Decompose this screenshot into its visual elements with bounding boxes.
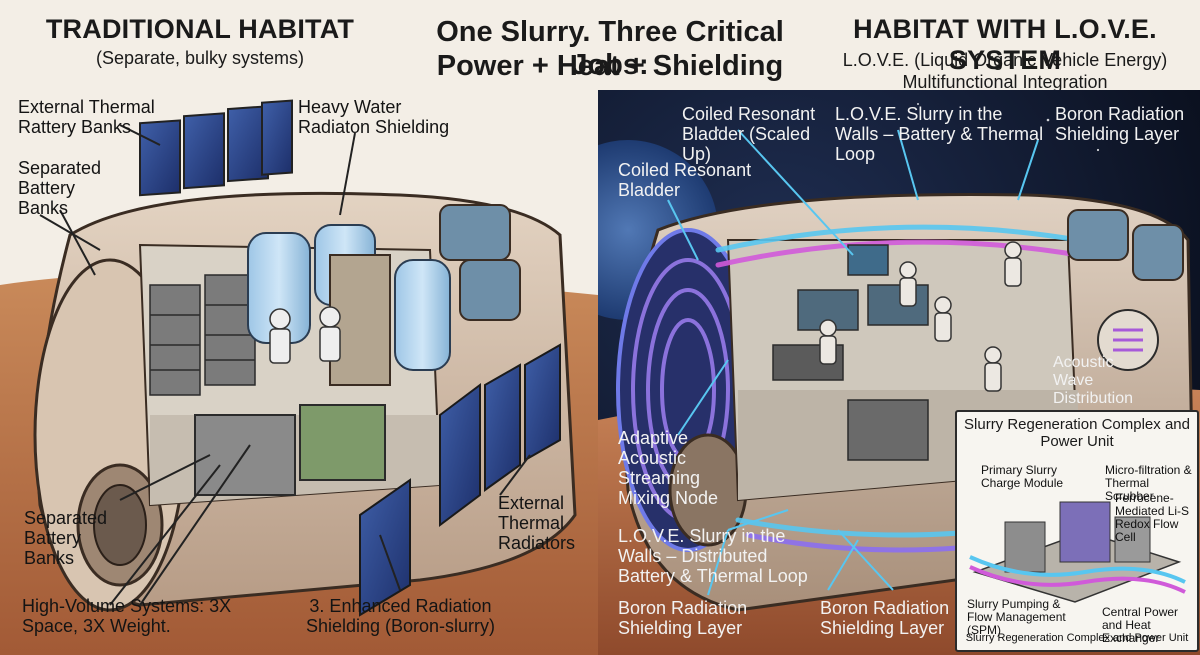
- main-title-line1: One Slurry. Three Critical Jobs:: [436, 16, 784, 81]
- traditional-habitat-illustration: [0, 85, 598, 655]
- regeneration-machinery: [969, 501, 1186, 603]
- astronaut-figures: [269, 306, 341, 364]
- inset-label-primary: Primary Slurry Charge Module: [981, 463, 1064, 490]
- inset-label-microfiltration: Micro-filtration & Thermal Scrubber: [1105, 463, 1192, 503]
- slurry-regeneration-inset: Slurry Regeneration Complex and Power Un…: [955, 410, 1199, 652]
- battery-racks: [149, 274, 256, 396]
- label-enhanced-radiation-shielding: 3. Enhanced Radiation Shielding (Boron-s…: [305, 596, 496, 636]
- inset-title: Slurry Regeneration Complex and Power Un…: [964, 416, 1190, 450]
- label-coiled-resonant-bladder: Coiled Resonant Bladder: [618, 160, 752, 200]
- left-leader-lines: [39, 124, 531, 606]
- external-radiator-panels: [359, 343, 561, 617]
- left-panel-title: TRADITIONAL HABITAT: [45, 14, 355, 44]
- inset-label-central: Central Power and Heat Exchanger: [1102, 605, 1179, 645]
- hull-windows: [439, 204, 521, 321]
- label-adaptive-acoustic-node: Adaptive Acoustic Streaming Mixing Node: [618, 428, 719, 508]
- label-slurry-walls-top: L.O.V.E. Slurry in the Walls – Battery &…: [835, 104, 1044, 164]
- crew-figures: [819, 241, 1022, 392]
- right-panel-subtitle-line2: Multifunctional Integration: [902, 72, 1108, 92]
- label-external-thermal-banks: External Thermal Rattery Banks: [18, 97, 155, 137]
- label-boron-shielding-bottom-left: Boron Radiation Shielding Layer: [618, 598, 748, 638]
- label-separated-battery-banks-bottom: Separated Battery Banks: [24, 508, 108, 568]
- coil-bladder-scaled: [847, 244, 889, 276]
- label-boron-shielding-top: Boron Radiation Shielding Layer: [1055, 104, 1185, 144]
- right-hull-windows: [1067, 209, 1184, 281]
- label-coiled-resonant-bladder-scaled: Coiled Resonant Bladder (Scaled Up): [682, 104, 816, 164]
- main-title-line2: Power + Heat + Shielding: [436, 50, 784, 82]
- floor-battery-boxes: [194, 404, 386, 496]
- inset-label-ferrocene: Ferrocene-Mediated Li-S Redox Flow Cell: [1115, 491, 1190, 544]
- inset-footer: Slurry Regeneration Complex and Power Un…: [965, 632, 1189, 644]
- label-separated-battery-banks-top: Separated Battery Banks: [18, 158, 102, 218]
- label-heavy-water-shielding: Heavy Water Radiaton Shielding: [298, 97, 450, 137]
- right-panel-title: HABITAT WITH L.O.V.E. SYSTEM: [853, 14, 1157, 75]
- label-external-thermal-radiators: External Thermal Radiators: [498, 493, 576, 553]
- label-high-volume-systems: High-Volume Systems: 3X Space, 3X Weight…: [22, 596, 232, 636]
- right-panel-subtitle-line1: L.O.V.E. (Liquid Organic Vehicle Energy): [842, 50, 1168, 70]
- control-consoles: [772, 284, 929, 461]
- label-acoustic-wave-distribution: Acoustic Wave Distribution: [1053, 354, 1134, 407]
- left-panel-subtitle: (Separate, bulky systems): [95, 48, 305, 68]
- right-leader-lines: [667, 129, 1039, 596]
- label-boron-shielding-bottom-mid: Boron Radiation Shielding Layer: [820, 598, 950, 638]
- label-slurry-walls-bottom: L.O.V.E. Slurry in the Walls – Distribut…: [618, 526, 808, 586]
- top-solar-panels: [139, 99, 293, 197]
- inset-label-pumping: Slurry Pumping & Flow Management (SPM): [967, 597, 1066, 637]
- stars: [717, 103, 1159, 152]
- love-habitat-illustration: [598, 90, 1200, 655]
